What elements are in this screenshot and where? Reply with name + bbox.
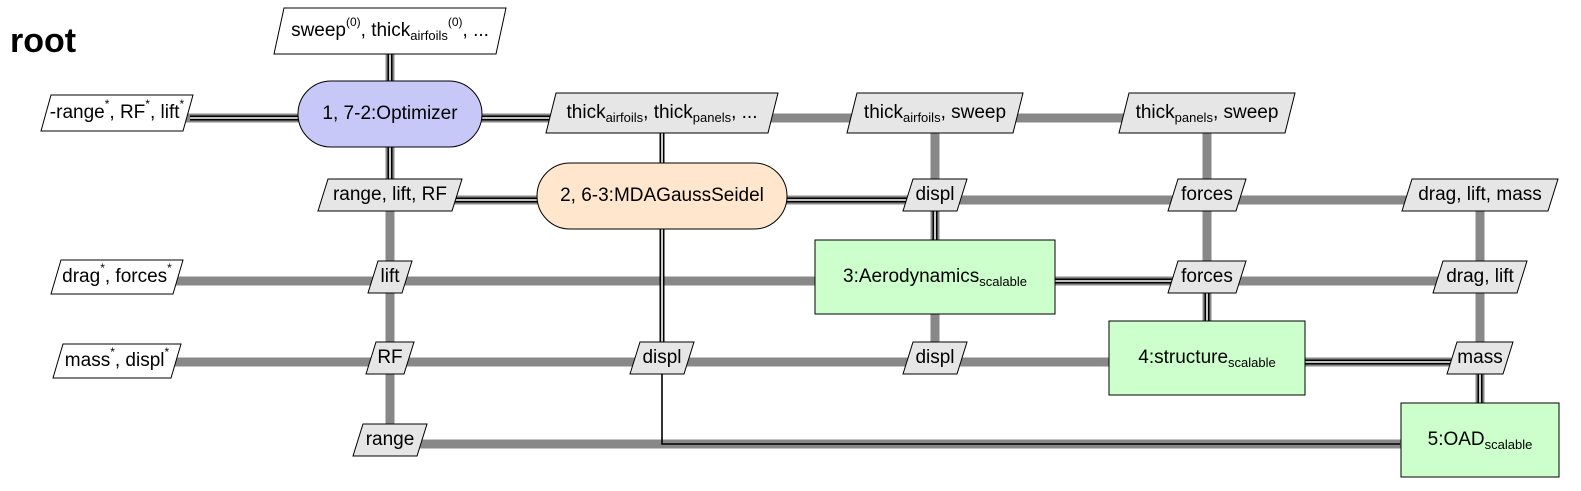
data-aero-to-oad: drag, lift (1432, 260, 1528, 294)
oad-node-label: 5:OADscalable (1428, 429, 1533, 452)
data-mda-to-oad: drag, lift, mass (1401, 178, 1559, 212)
structure-node-shape (1108, 320, 1306, 396)
input-top: sweep(0), thickairfoils(0), ... (273, 7, 507, 55)
input-structure-shape (52, 343, 182, 379)
oad-node-shape (1400, 402, 1560, 478)
data-oad-to-opt: range (352, 423, 428, 457)
data-aero-to-opt-shape (367, 260, 413, 294)
data-struct-to-mda-shape (629, 341, 695, 375)
data-struct-to-aero-label: displ (915, 347, 954, 368)
mda-node[interactable]: 2, 6-3:MDAGaussSeidel (536, 162, 788, 230)
data-mda-to-opt-label: range, lift, RF (333, 184, 447, 205)
data-struct-to-oad: mass (1446, 341, 1514, 375)
data-mda-to-struct-label: forces (1181, 184, 1233, 205)
structure-node-label: 4:structurescalable (1138, 347, 1275, 370)
structure-node[interactable]: 4:structurescalable (1108, 320, 1306, 396)
optimizer-node[interactable]: 1, 7-2:Optimizer (297, 80, 483, 148)
data-aero-to-struct-shape (1167, 260, 1247, 294)
data-struct-to-opt-label: RF (377, 347, 402, 368)
mda-node-shape (536, 162, 788, 230)
data-aero-to-oad-shape (1432, 260, 1528, 294)
data-mda-to-struct: forces (1167, 178, 1247, 212)
data-mda-to-struct-shape (1167, 178, 1247, 212)
data-mda-to-opt: range, lift, RF (317, 178, 463, 212)
data-aero-to-struct: forces (1167, 260, 1247, 294)
data-mda-to-aero-shape (902, 178, 968, 212)
data-mda-to-aero-label: displ (915, 184, 954, 205)
data-struct-to-aero-shape (902, 341, 968, 375)
input-optimizer-shape (40, 94, 194, 132)
aerodynamics-node[interactable]: 3:Aerodynamicsscalable (814, 239, 1056, 315)
input-top-label: sweep(0), thickairfoils(0), ... (291, 15, 489, 43)
data-opt-to-mda-label: thickairfoils, thickpanels, ... (567, 102, 758, 125)
data-opt-to-struct-label: thickpanels, sweep (1136, 102, 1279, 125)
data-aero-to-struct-label: forces (1181, 266, 1233, 287)
data-aero-to-oad-label: drag, lift (1446, 266, 1514, 287)
data-struct-to-oad-shape (1446, 341, 1514, 375)
data-opt-to-mda: thickairfoils, thickpanels, ... (545, 92, 779, 134)
data-opt-to-struct: thickpanels, sweep (1118, 92, 1296, 134)
data-opt-to-mda-shape (545, 92, 779, 134)
input-structure: mass*, displ* (52, 343, 182, 379)
data-opt-to-aero-shape (846, 92, 1024, 134)
input-aerodynamics-shape (50, 259, 184, 295)
data-struct-to-mda: displ (629, 341, 695, 375)
data-aero-to-opt-label: lift (381, 266, 401, 287)
input-top-shape (273, 7, 507, 55)
data-struct-to-oad-label: mass (1457, 347, 1502, 368)
data-opt-to-aero-label: thickairfoils, sweep (864, 102, 1006, 125)
data-mda-to-oad-shape (1401, 178, 1559, 212)
data-mda-to-opt-shape (317, 178, 463, 212)
oad-node[interactable]: 5:OADscalable (1400, 402, 1560, 478)
data-mda-to-aero: displ (902, 178, 968, 212)
data-struct-to-mda-label: displ (642, 347, 681, 368)
data-struct-to-opt-shape (365, 341, 415, 375)
data-opt-to-struct-shape (1118, 92, 1296, 134)
aerodynamics-node-shape (814, 239, 1056, 315)
input-aerodynamics-label: drag*, forces* (62, 261, 172, 287)
data-mda-to-oad-label: drag, lift, mass (1418, 184, 1542, 205)
aerodynamics-node-label: 3:Aerodynamicsscalable (843, 266, 1027, 289)
diagram-title: root (10, 22, 77, 60)
data-aero-to-opt: lift (367, 260, 413, 294)
optimizer-node-label: 1, 7-2:Optimizer (322, 103, 458, 124)
process-line-oad-return (661, 362, 1400, 445)
input-structure-label: mass*, displ* (65, 345, 170, 371)
data-oad-to-opt-shape (352, 423, 428, 457)
input-optimizer-label: -range*, RF*, lift* (50, 97, 185, 123)
input-aerodynamics: drag*, forces* (50, 259, 184, 295)
input-optimizer: -range*, RF*, lift* (40, 94, 194, 132)
data-struct-to-opt: RF (365, 341, 415, 375)
diagram-nodes: sweep(0), thickairfoils(0), ... -range*, … (40, 7, 1560, 478)
data-opt-to-aero: thickairfoils, sweep (846, 92, 1024, 134)
mda-node-label: 2, 6-3:MDAGaussSeidel (560, 185, 764, 206)
data-struct-to-aero: displ (902, 341, 968, 375)
data-oad-to-opt-label: range (366, 429, 415, 450)
optimizer-node-shape (297, 80, 483, 148)
